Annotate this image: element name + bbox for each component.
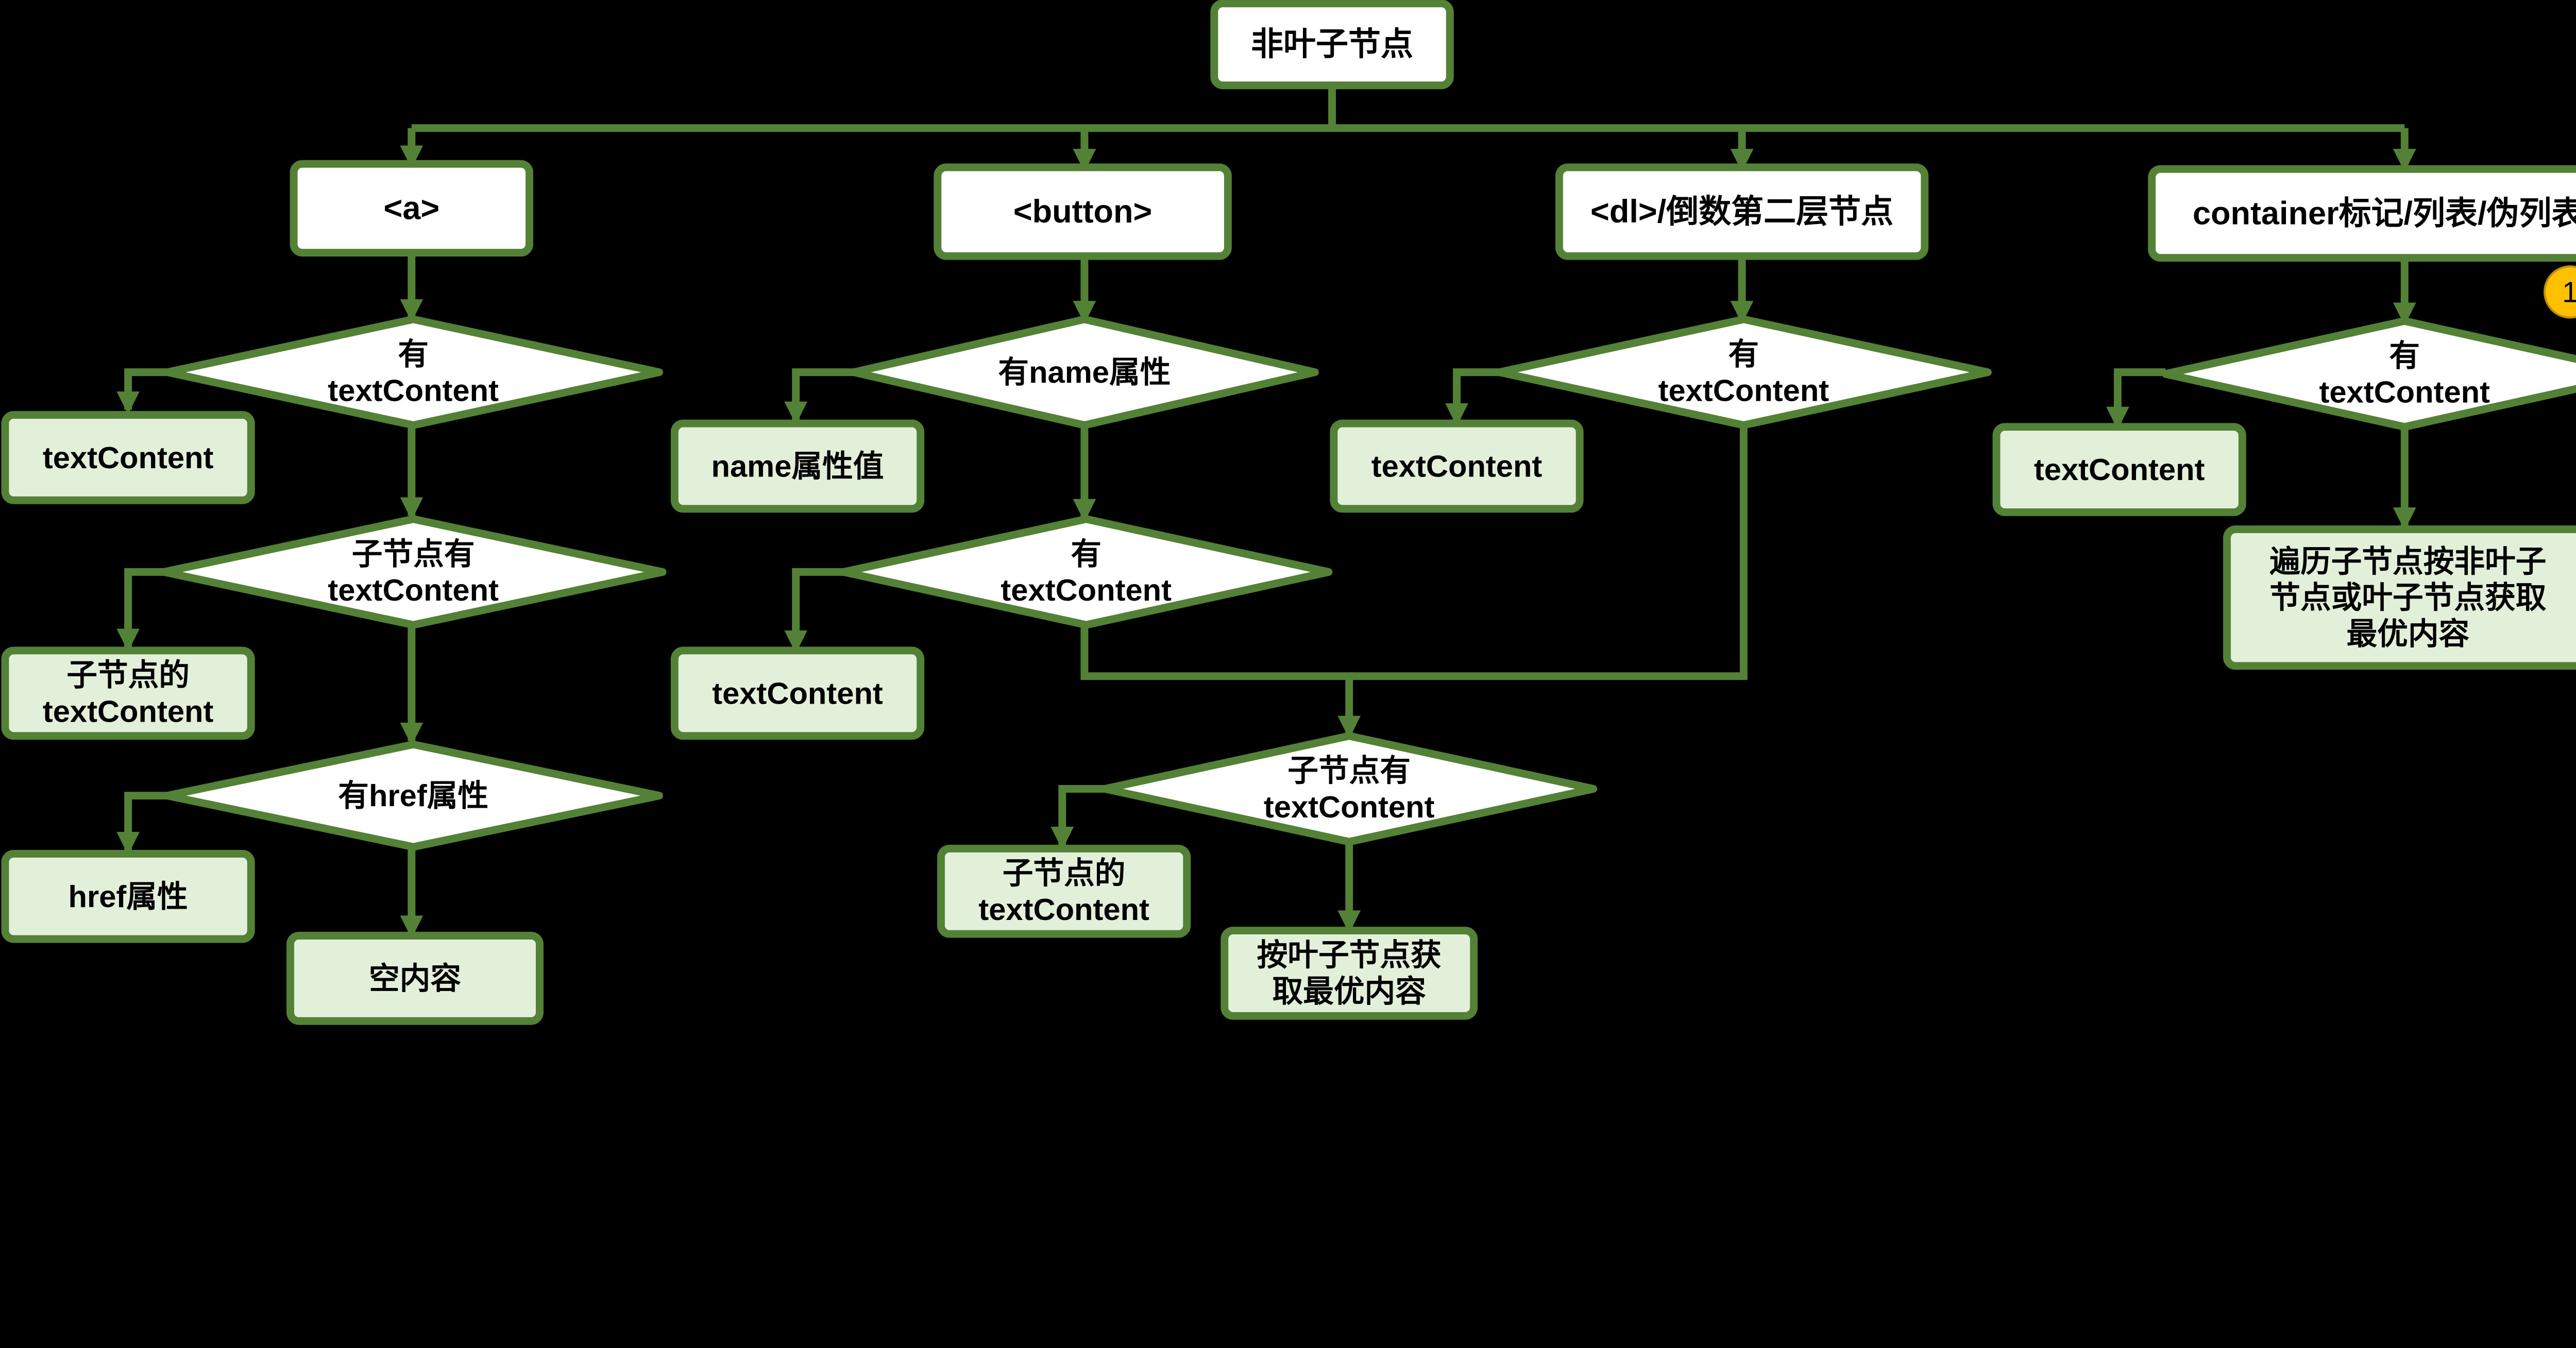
- a-result-empty-shape: [286, 932, 544, 1025]
- container-header-box-shape: [2148, 165, 2576, 262]
- a-decision-has-href-shape: [163, 740, 663, 851]
- button-result-textcontent: textContent: [670, 646, 925, 740]
- a-header-box: <a>: [290, 160, 534, 257]
- node-label: 有name属性: [998, 355, 1171, 389]
- dl-decision-has-textcontent-shape: [1495, 315, 1992, 429]
- container-result-traverse-shape: [2223, 525, 2576, 670]
- node-label: <a>: [384, 190, 440, 226]
- a-result-href: href属性: [1, 849, 255, 943]
- a-decision-has-href: 有href属性: [163, 740, 663, 851]
- node-label: 节点或叶子节点获取: [2269, 581, 2547, 615]
- connector-container-q1-yes: [2106, 368, 2166, 430]
- container-decision-has-textcontent-shape: [2161, 317, 2576, 431]
- node-label: textContent: [1658, 373, 1829, 407]
- badge-label: 1: [2562, 276, 2576, 308]
- container-result-textcontent-shape: [1992, 423, 2246, 516]
- node-label: name属性值: [711, 449, 884, 483]
- connectors: [116, 85, 2416, 939]
- node-label: href属性: [69, 879, 188, 914]
- node-label: textContent: [2034, 452, 2205, 487]
- node-label: 按叶子节点获: [1257, 938, 1442, 972]
- button-header-box: <button>: [934, 163, 1232, 260]
- node-label: 有href属性: [338, 778, 488, 813]
- connector-button-q2-no-merge: [1080, 626, 1361, 739]
- shared-result-child-textcontent-shape: [937, 844, 1191, 938]
- connector-dl-q1-yes: [1445, 368, 1503, 426]
- button-result-textcontent-shape: [670, 646, 925, 740]
- a-result-textcontent-shape: [1, 411, 255, 504]
- connector-button-q2-yes: [784, 568, 844, 654]
- button-decision-has-name-shape: [850, 315, 1319, 429]
- badge-1: 1: [2544, 265, 2576, 319]
- badge-circle: [2544, 265, 2576, 319]
- shared-result-leaf-optimal-shape: [1221, 927, 1478, 1020]
- dl-header-box: <dl>/倒数第二层节点: [1555, 163, 1929, 260]
- node-label: 遍历子节点按非叶子: [2269, 544, 2546, 578]
- button-header-box-shape: [934, 163, 1232, 260]
- node-label: textContent: [978, 892, 1149, 927]
- button-decision-has-textcontent-shape: [840, 515, 1333, 629]
- dl-header-box-shape: [1555, 163, 1929, 260]
- node-label: textContent: [1371, 449, 1543, 483]
- node-label: 最优内容: [2346, 617, 2469, 651]
- a-result-textcontent: textContent: [1, 411, 255, 504]
- node-label: 子节点有: [1287, 754, 1411, 788]
- connector-dl-q1-no-merge: [1349, 426, 1748, 680]
- node-label: textContent: [2319, 375, 2490, 409]
- a-result-href-shape: [1, 849, 255, 943]
- node-label: textContent: [328, 373, 499, 407]
- dl-result-textcontent: textContent: [1330, 419, 1584, 513]
- container-header-box: container标记/列表/伪列表项: [2148, 165, 2576, 262]
- node-label: 取最优内容: [1272, 974, 1426, 1009]
- a-result-empty: 空内容: [286, 932, 544, 1025]
- node-label: 子节点有: [352, 537, 475, 571]
- shared-decision-child-has-textcontent-shape: [1101, 732, 1598, 846]
- node-label: container标记/列表/伪列表项: [2193, 195, 2576, 231]
- node-label: textContent: [1001, 573, 1172, 607]
- node-label: textContent: [712, 676, 883, 710]
- node-label: 空内容: [369, 961, 461, 996]
- button-result-name-value: name属性值: [670, 419, 925, 513]
- connector-shared-yes: [1050, 784, 1110, 850]
- node-label: 子节点的: [66, 658, 190, 692]
- button-decision-has-name: 有name属性: [850, 315, 1319, 429]
- dl-result-textcontent-shape: [1330, 419, 1584, 513]
- connector-a-q2-yes: [116, 568, 171, 652]
- node-label: textContent: [43, 440, 214, 475]
- node-label: <button>: [1013, 194, 1152, 230]
- node-label: 有: [1728, 337, 1759, 371]
- a-decision-has-textcontent-shape: [163, 315, 663, 429]
- node-label: 子节点的: [1003, 856, 1126, 891]
- nodes: 非叶子节点<a>有textContenttextContent子节点有textC…: [1, 0, 2576, 1025]
- node-label: 有: [1071, 537, 1101, 571]
- connector-a-q1-yes: [116, 368, 171, 415]
- node-label: <dl>/倒数第二层节点: [1590, 194, 1893, 230]
- a-decision-child-has-textcontent-shape: [160, 515, 667, 629]
- node-label: textContent: [328, 573, 499, 607]
- root-node: 非叶子节点: [1210, 0, 1454, 90]
- node-label: 有: [2389, 338, 2420, 373]
- node-label: textContent: [43, 694, 214, 729]
- node-label: 非叶子节点: [1251, 26, 1413, 62]
- button-result-name-value-shape: [670, 419, 925, 513]
- connector-a-q3-yes: [116, 792, 171, 855]
- node-label: textContent: [1264, 790, 1435, 824]
- node-label: 有: [398, 337, 429, 371]
- root-node-shape: [1210, 0, 1454, 90]
- connector-button-q1-yes: [784, 368, 854, 425]
- container-result-textcontent: textContent: [1992, 423, 2246, 516]
- a-result-child-textcontent-shape: [1, 646, 255, 740]
- a-header-box-shape: [290, 160, 534, 257]
